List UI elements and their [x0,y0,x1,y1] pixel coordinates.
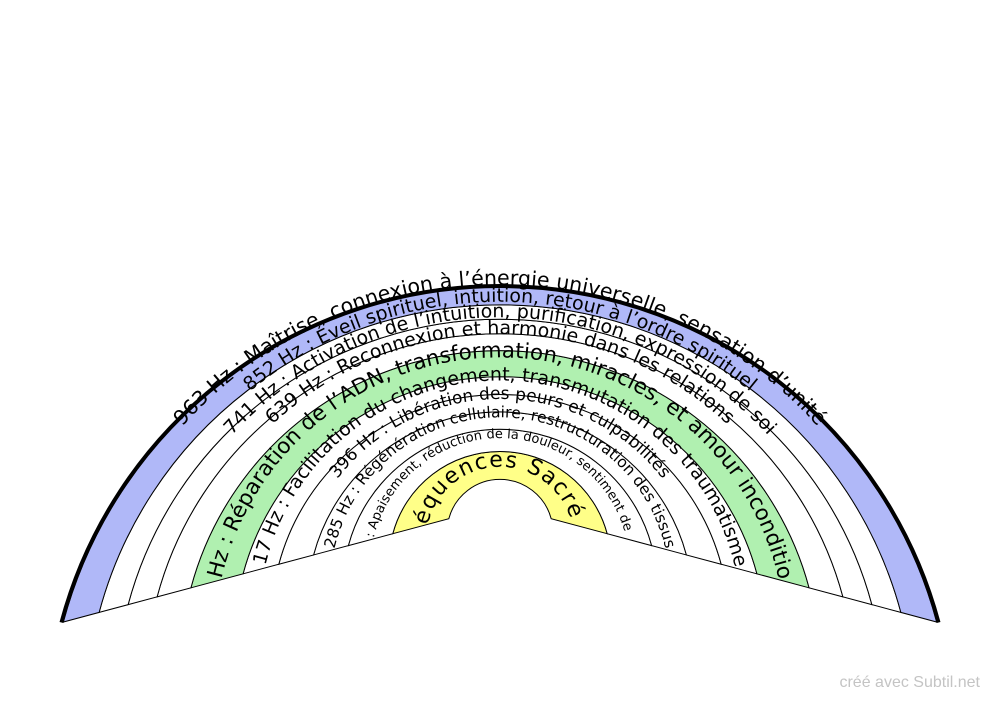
fan-bands [59,284,941,624]
watermark-credit: créé avec Subtil.net [839,674,980,691]
outer-rim [59,284,941,624]
